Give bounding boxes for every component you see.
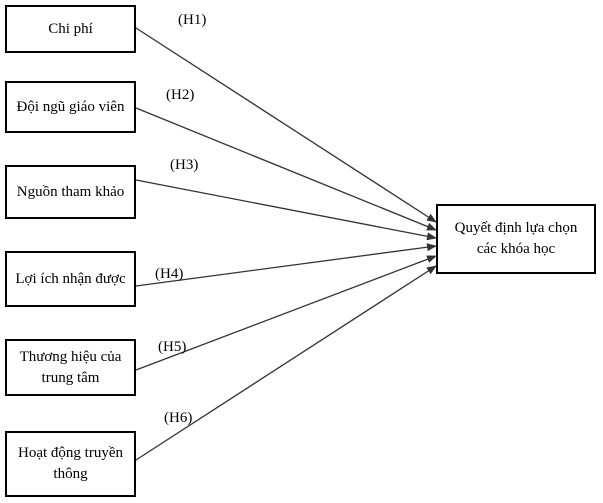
hypothesis-label-h4: (H4) <box>155 266 184 282</box>
factor-box-doi-ngu-giao-vien: Đội ngũ giáo viên <box>5 81 136 133</box>
factor-label: Nguồn tham khảo <box>16 183 125 200</box>
arrow-h2 <box>135 107 437 231</box>
factor-label: Đội ngũ giáo viên <box>16 98 125 115</box>
factor-box-thuong-hieu-cua-trung-tam: Thương hiệu của trung tâm <box>5 339 136 396</box>
outcome-box: Quyết định lựa chọn các khóa học <box>436 204 596 274</box>
arrow-h6 <box>135 265 437 461</box>
factor-label: Lợi ích nhận được <box>15 270 126 287</box>
factor-box-loi-ich-nhan-duoc: Lợi ích nhận được <box>5 251 136 307</box>
arrow-h4 <box>135 243 437 287</box>
factor-label: Hoạt động truyền thông <box>18 445 123 482</box>
factor-box-hoat-dong-truyen-thong: Hoạt động truyền thông <box>5 431 136 497</box>
hypothesis-label-h1: (H1) <box>178 12 207 28</box>
arrow-h1 <box>135 27 437 223</box>
hypothesis-label-h5: (H5) <box>158 339 187 355</box>
arrow-h5 <box>135 255 437 371</box>
arrow-h3 <box>135 179 437 241</box>
factor-label: Chi phí <box>48 20 93 37</box>
hypothesis-label-h6: (H6) <box>164 410 193 426</box>
outcome-label: Quyết định lựa chọn các khóa học <box>454 220 578 257</box>
factor-label: Thương hiệu của trung tâm <box>19 348 122 386</box>
hypothesis-label-h2: (H2) <box>166 87 195 103</box>
factor-box-chi-phi: Chi phí <box>5 5 136 53</box>
hypothesis-label-h3: (H3) <box>170 157 199 173</box>
factor-box-nguon-tham-khao: Nguồn tham khảo <box>5 165 136 219</box>
